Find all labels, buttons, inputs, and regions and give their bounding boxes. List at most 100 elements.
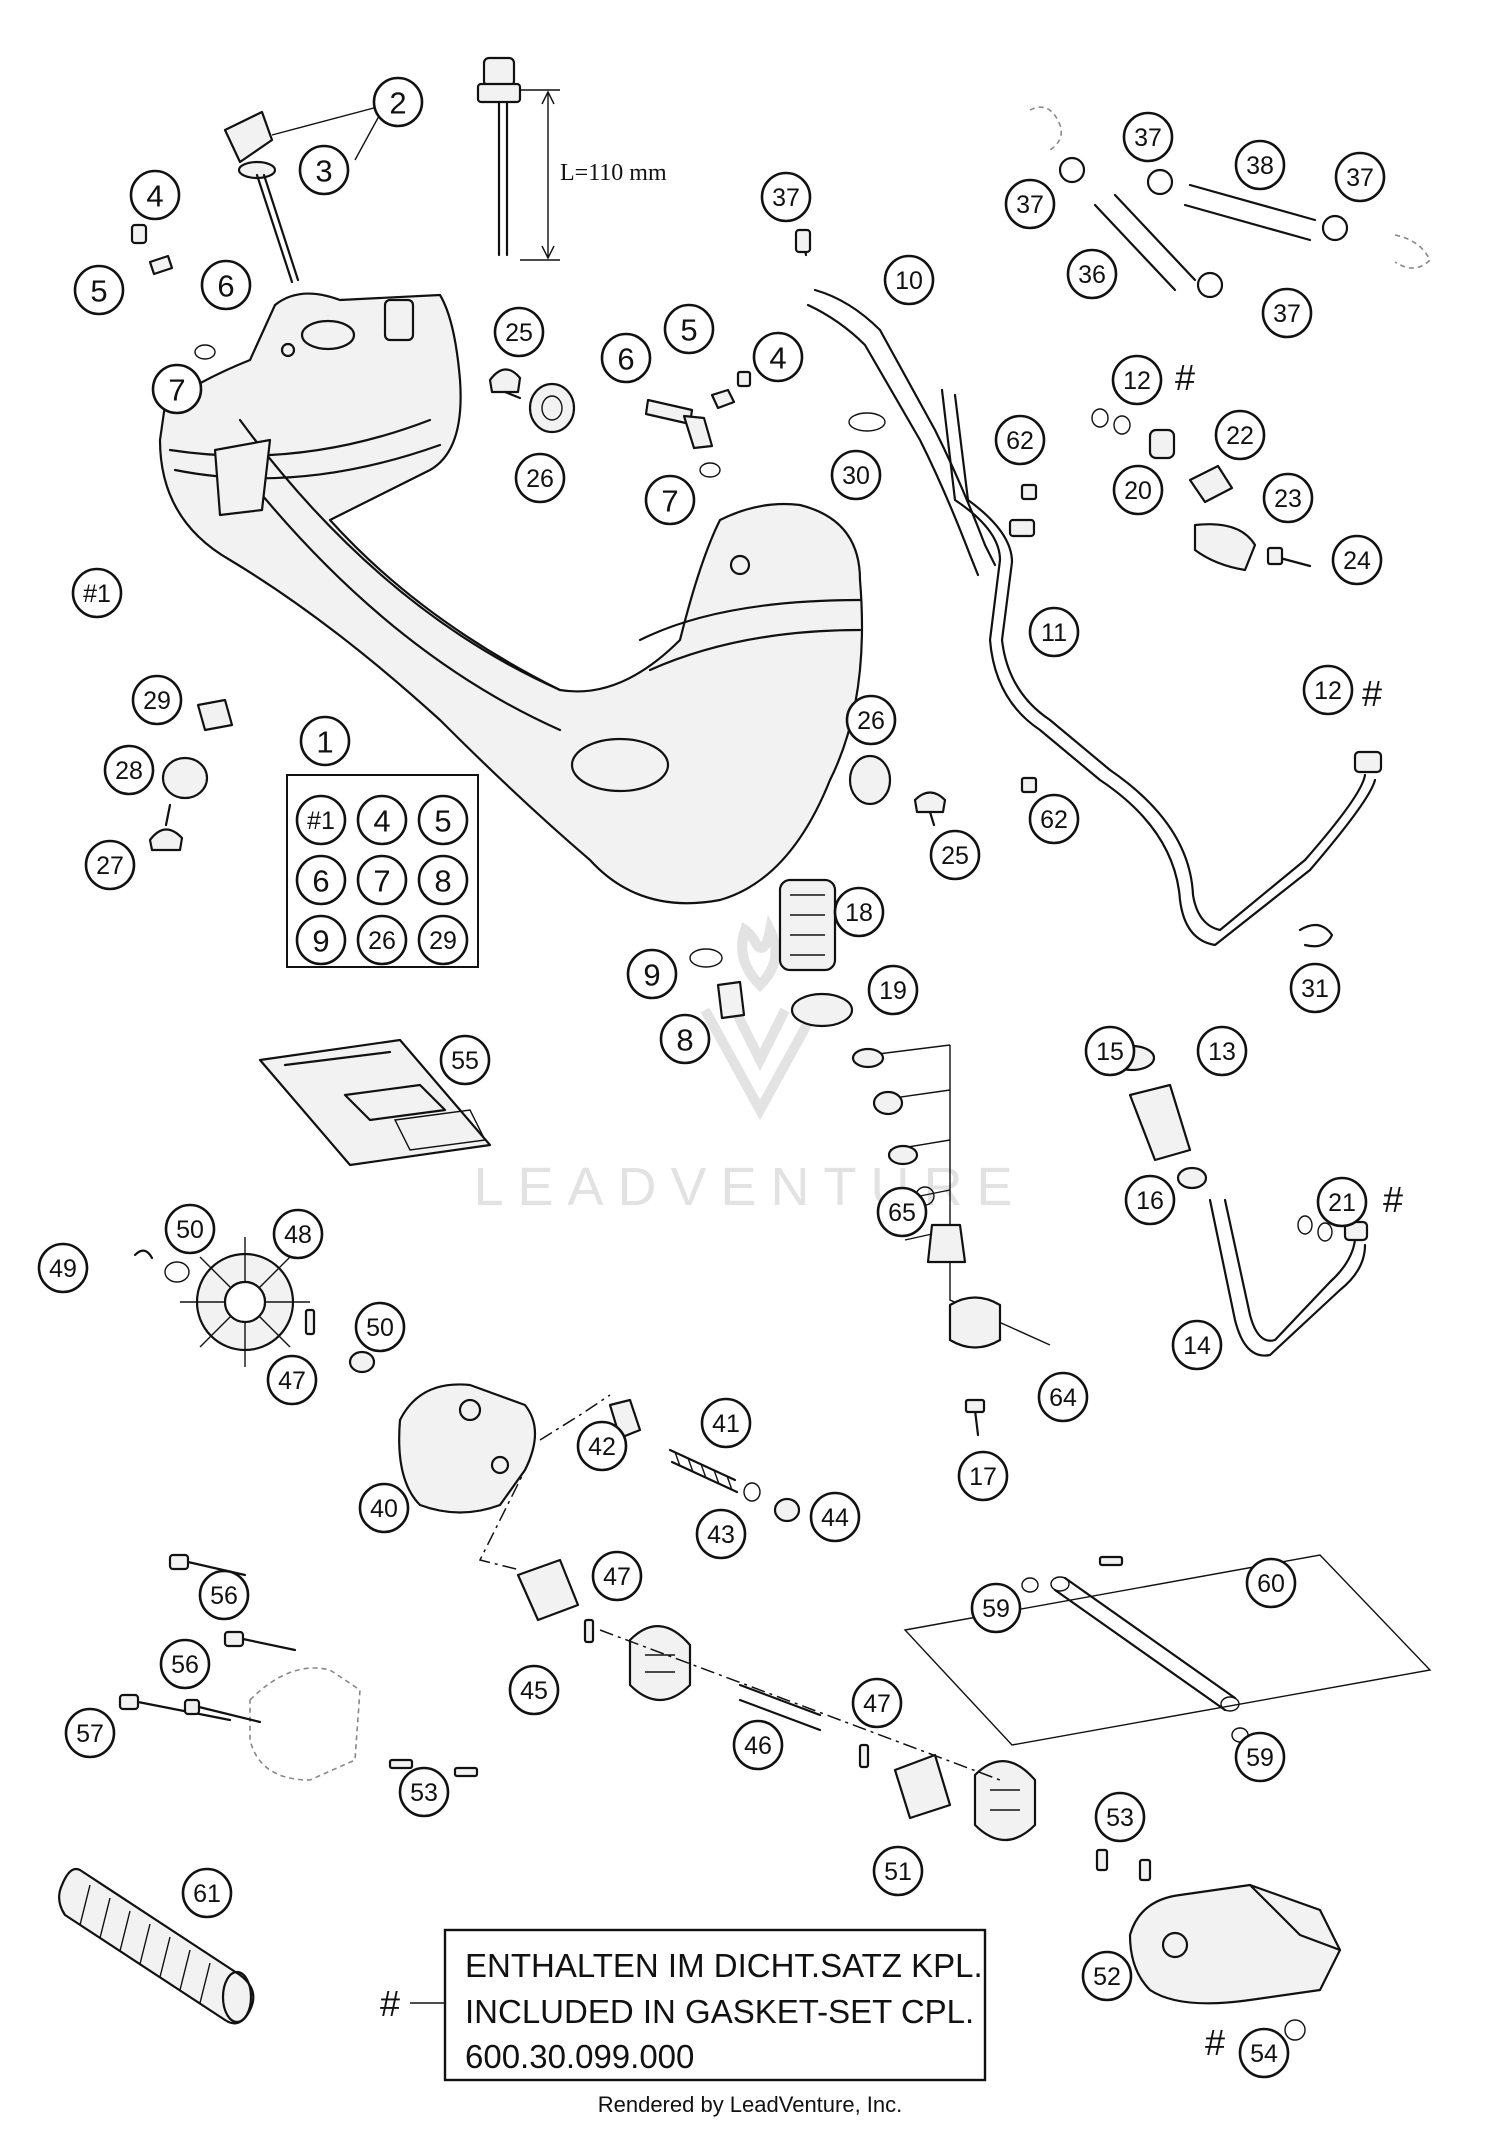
callout-41: 41	[700, 1397, 752, 1449]
svg-text:8: 8	[434, 864, 451, 899]
hash-marks: # # # #	[1175, 357, 1403, 2063]
note-line-2: INCLUDED IN GASKET-SET CPL.	[465, 1993, 974, 2030]
kit-cell-9: 9	[295, 914, 347, 966]
svg-text:26: 26	[526, 465, 554, 493]
svg-text:28: 28	[115, 757, 143, 785]
callout-62: 62	[1028, 793, 1080, 845]
callout-60: 60	[1245, 1557, 1297, 1609]
callout-37: 37	[1004, 178, 1056, 230]
svg-text:15: 15	[1096, 1038, 1124, 1066]
callout-12: 12	[1111, 354, 1163, 406]
svg-text:25: 25	[941, 842, 969, 870]
callout-56: 56	[159, 1638, 211, 1690]
svg-text:4: 4	[373, 804, 390, 839]
svg-text:13: 13	[1208, 1038, 1236, 1066]
callout-8: 8	[659, 1013, 711, 1065]
callout-18: 18	[833, 886, 885, 938]
svg-text:12: 12	[1123, 367, 1151, 395]
callout-15: 15	[1084, 1025, 1136, 1077]
svg-text:21: 21	[1328, 1189, 1356, 1217]
callout-7: 7	[644, 474, 696, 526]
svg-text:51: 51	[884, 1858, 912, 1886]
callout-64: 64	[1037, 1371, 1089, 1423]
callout-26: 26	[845, 694, 897, 746]
svg-text:45: 45	[520, 1677, 548, 1705]
svg-text:11: 11	[1041, 619, 1067, 647]
footer-credit: Rendered by LeadVenture, Inc.	[597, 2092, 903, 2117]
svg-text:5: 5	[90, 274, 107, 309]
svg-text:36: 36	[1078, 261, 1106, 289]
svg-text:9: 9	[643, 958, 660, 993]
callout-22: 22	[1214, 409, 1266, 461]
svg-text:17: 17	[969, 1463, 997, 1491]
svg-text:62: 62	[1040, 806, 1068, 834]
callout-4: 4	[752, 331, 804, 383]
svg-text:1: 1	[316, 725, 333, 760]
callout-50: 50	[164, 1203, 216, 1255]
svg-text:26: 26	[368, 927, 396, 955]
callout-43: 43	[695, 1508, 747, 1560]
oil-screen	[258, 1038, 492, 1167]
svg-text:3: 3	[315, 154, 332, 189]
callout-31: 31	[1289, 962, 1341, 1014]
note-line-3: 600.30.099.000	[465, 2038, 694, 2075]
svg-text:54: 54	[1250, 2040, 1278, 2068]
callout-20: 20	[1112, 464, 1164, 516]
svg-text:23: 23	[1274, 485, 1302, 513]
svg-text:48: 48	[284, 1221, 312, 1249]
svg-text:46: 46	[744, 1732, 772, 1760]
svg-text:7: 7	[373, 864, 390, 899]
callout-47: 47	[851, 1677, 903, 1729]
callout-50: 50	[354, 1301, 406, 1353]
callout-57: 57	[64, 1707, 116, 1759]
svg-text:#1: #1	[307, 807, 335, 835]
svg-text:#1: #1	[83, 580, 111, 608]
kit-cell-5: 5	[417, 794, 469, 846]
svg-text:57: 57	[76, 1720, 104, 1748]
callout-37: 37	[1122, 111, 1174, 163]
svg-text:47: 47	[278, 1367, 306, 1395]
callout-6: 6	[600, 332, 652, 384]
svg-text:24: 24	[1343, 547, 1371, 575]
callout-47: 47	[591, 1550, 643, 1602]
callout-44: 44	[809, 1491, 861, 1543]
svg-text:27: 27	[96, 852, 124, 880]
svg-text:53: 53	[1106, 1804, 1134, 1832]
shaft-kit-60	[903, 1554, 1432, 1746]
svg-text:26: 26	[857, 707, 885, 735]
svg-text:55: 55	[451, 1047, 479, 1075]
oil-cap-dipstick	[223, 110, 300, 284]
callout-25: 25	[493, 306, 545, 358]
svg-text:60: 60	[1257, 1570, 1285, 1598]
pipe-14	[1208, 1198, 1369, 1357]
hash-mark: #	[1383, 1179, 1403, 1220]
tank-fittings-top	[488, 368, 752, 478]
callout-62: 62	[994, 414, 1046, 466]
callout-55: 55	[439, 1034, 491, 1086]
callout-17: 17	[957, 1450, 1009, 1502]
callout-14: 14	[1171, 1319, 1223, 1371]
callout-12: 12	[1302, 664, 1354, 716]
hash-mark: #	[1205, 2022, 1225, 2063]
hash-mark: #	[1175, 357, 1195, 398]
callout-37: 37	[760, 171, 812, 223]
svg-text:41: 41	[712, 1410, 740, 1438]
svg-text:29: 29	[429, 927, 457, 955]
callout-1: 1	[299, 715, 351, 767]
callout-42: 42	[576, 1420, 628, 1472]
pump-rotors	[516, 1558, 1037, 1841]
svg-text:61: 61	[193, 1880, 221, 1908]
svg-text:18: 18	[845, 899, 873, 927]
svg-text:6: 6	[617, 342, 634, 377]
callout-56: 56	[198, 1569, 250, 1621]
callout-23: 23	[1262, 472, 1314, 524]
hoses-pipes	[794, 228, 1383, 947]
callout-48: 48	[272, 1208, 324, 1260]
kit-cell-29: 29	[417, 914, 469, 966]
callout-24: 24	[1331, 534, 1383, 586]
svg-text:9: 9	[312, 924, 329, 959]
svg-text:25: 25	[505, 319, 533, 347]
callout-45: 45	[508, 1664, 560, 1716]
